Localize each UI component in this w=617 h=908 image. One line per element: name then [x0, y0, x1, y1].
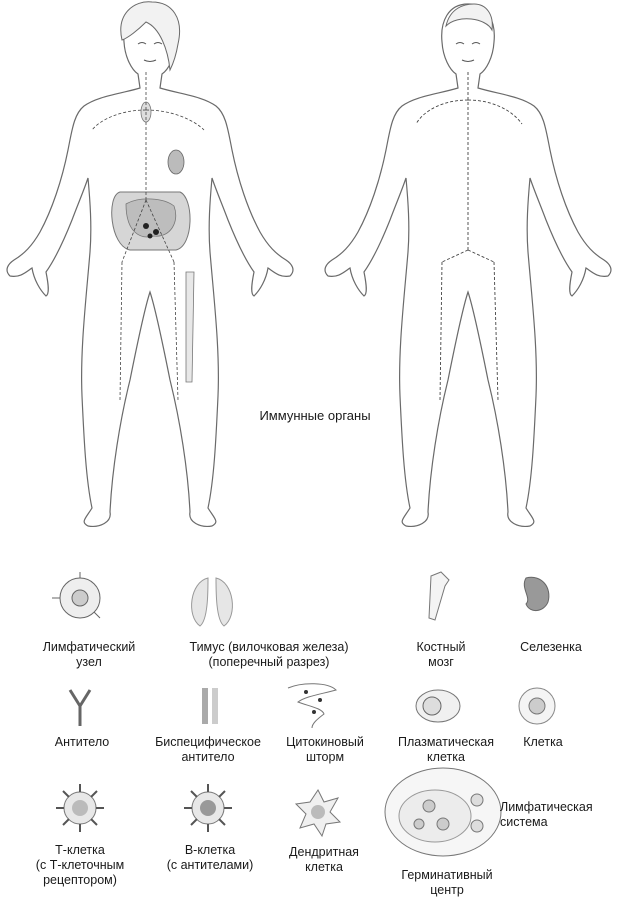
bispecific-antibody-icon — [202, 688, 218, 724]
thymus-icon — [191, 577, 233, 627]
t-cell-icon — [56, 784, 104, 832]
legend-label-spleen: Селезенка — [520, 640, 582, 654]
b-cell-icon — [184, 784, 232, 832]
spleen-icon — [523, 576, 550, 611]
legend-label-antibody: Антитело — [54, 735, 110, 749]
cytokine-storm-icon — [287, 683, 337, 729]
germinal-center-icon — [384, 767, 502, 857]
legend-label-cell: Клетка — [523, 735, 563, 749]
dendritic-cell-icon — [294, 789, 342, 838]
lymph-node-icon — [52, 572, 101, 619]
legend-label-b-cell: В-клетка(с антителами) — [166, 843, 254, 872]
cell-icon — [518, 687, 556, 725]
bone-marrow-icon — [428, 571, 450, 621]
plasma-cell-icon — [415, 689, 461, 723]
male-body-figure — [324, 3, 612, 527]
antibody-icon — [68, 689, 92, 726]
legend-label-thymus: Тимус (вилочковая железа)(поперечный раз… — [189, 640, 349, 669]
female-body-figure — [6, 1, 294, 527]
page-title: Иммунные органы — [259, 408, 371, 423]
